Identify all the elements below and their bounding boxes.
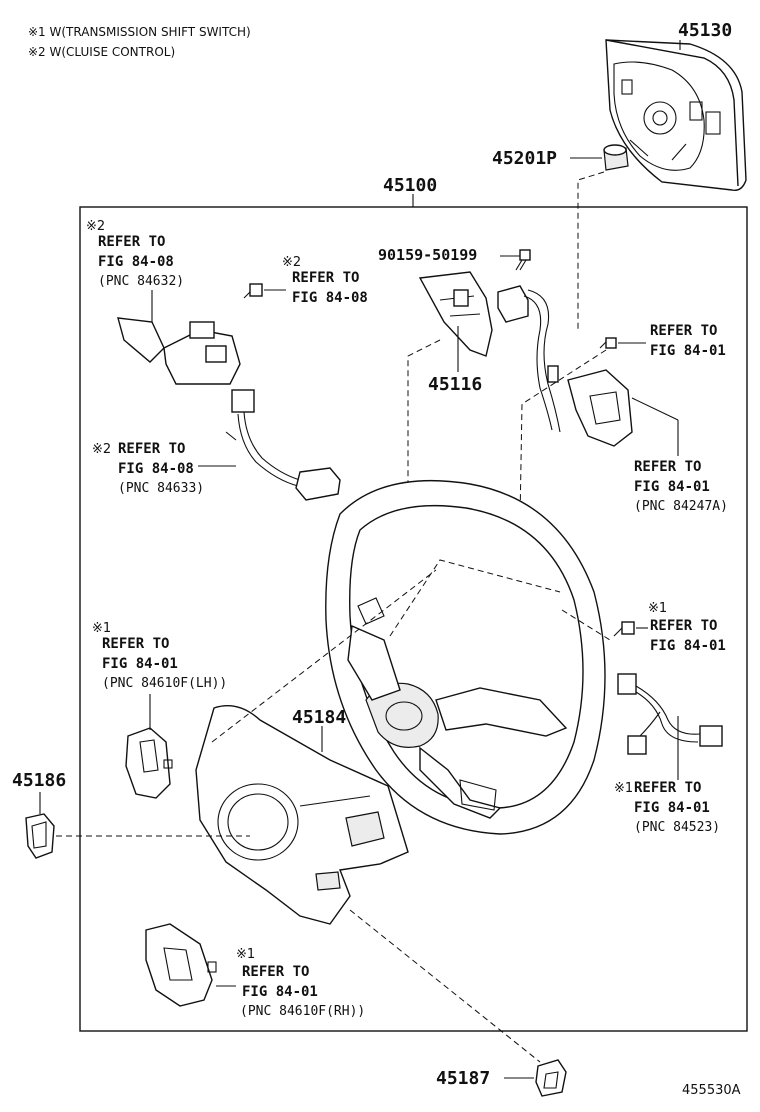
part-number-45187: 45187	[436, 1068, 490, 1089]
ref9-mark: ※1	[236, 947, 255, 962]
ref3-line2: FIG 84-01	[650, 343, 726, 359]
dash-r3	[519, 349, 607, 521]
ref7-line1: REFER TO	[650, 618, 717, 634]
ref2-line1: REFER TO	[292, 270, 359, 286]
ref1-mark: ※2	[86, 219, 105, 234]
airbag-module-icon	[605, 39, 747, 191]
cap-icon	[25, 813, 55, 859]
ref1-line1: REFER TO	[98, 234, 165, 250]
ref1-line3: (PNC 84632)	[98, 274, 184, 289]
switch-icon	[117, 317, 255, 413]
ref6-line2: FIG 84-01	[102, 656, 178, 672]
lower-cover-icon	[195, 705, 409, 925]
wire-harness-icon	[225, 411, 341, 501]
ref4-line1: REFER TO	[634, 459, 701, 475]
nut-icon	[603, 144, 629, 171]
ref8-line2: FIG 84-01	[634, 800, 710, 816]
ref7-line2: FIG 84-01	[650, 638, 726, 654]
bolt-icon	[613, 621, 635, 637]
ref8-line1: REFER TO	[634, 780, 701, 796]
part-number-45100: 45100	[383, 175, 437, 196]
ref8-mark: ※1	[614, 781, 633, 796]
part-number-45186: 45186	[12, 770, 66, 791]
ref6-mark: ※1	[92, 621, 111, 636]
bolt-icon	[243, 283, 263, 299]
switch-icon	[567, 369, 633, 447]
ref4-line2: FIG 84-01	[634, 479, 710, 495]
switch-icon	[145, 923, 217, 1007]
note-transmission-shift-switch: ※1 W(TRANSMISSION SHIFT SWITCH)	[28, 25, 251, 39]
ref9-line2: FIG 84-01	[242, 984, 318, 1000]
part-number-45130: 45130	[678, 20, 732, 41]
dash-wheel-top	[389, 559, 561, 637]
dash-45184	[211, 569, 437, 743]
ref2-mark: ※2	[282, 255, 301, 270]
part-number-90159-50199: 90159-50199	[378, 246, 477, 264]
ref9-line3: (PNC 84610F(RH))	[240, 1004, 365, 1019]
ref9-line1: REFER TO	[242, 964, 309, 980]
part-number-45201p: 45201P	[492, 148, 557, 169]
ref5-line2: FIG 84-08	[118, 461, 194, 477]
wire-harness-icon	[617, 673, 723, 755]
switch-icon	[125, 727, 173, 799]
ref3-line1: REFER TO	[650, 323, 717, 339]
dash-45187	[349, 909, 541, 1063]
dash-45201p	[577, 171, 605, 330]
spiral-cable-icon	[418, 271, 493, 357]
leader-r4	[631, 397, 679, 421]
ref5-line3: (PNC 84633)	[118, 481, 204, 496]
steering-wheel-icon	[325, 479, 606, 835]
ref4-line3: (PNC 84247A)	[634, 499, 728, 514]
wire-harness-icon	[497, 285, 561, 433]
ref6-line3: (PNC 84610F(LH))	[102, 676, 227, 691]
bolt-icon	[599, 337, 617, 349]
ref8-line3: (PNC 84523)	[634, 820, 720, 835]
part-number-45184: 45184	[292, 707, 346, 728]
ref5-line1: REFER TO	[118, 441, 185, 457]
note-cruise-control: ※2 W(CLUISE CONTROL)	[28, 45, 175, 59]
ref2-line2: FIG 84-08	[292, 290, 368, 306]
ref6-line1: REFER TO	[102, 636, 169, 652]
clip-icon	[535, 1059, 567, 1097]
ref1-line2: FIG 84-08	[98, 254, 174, 270]
drawing-code: 455530A	[682, 1083, 741, 1098]
ref7-mark: ※1	[648, 601, 667, 616]
bolt-icon	[515, 249, 531, 271]
ref5-mark: ※2	[92, 442, 111, 457]
part-number-45116: 45116	[428, 374, 482, 395]
